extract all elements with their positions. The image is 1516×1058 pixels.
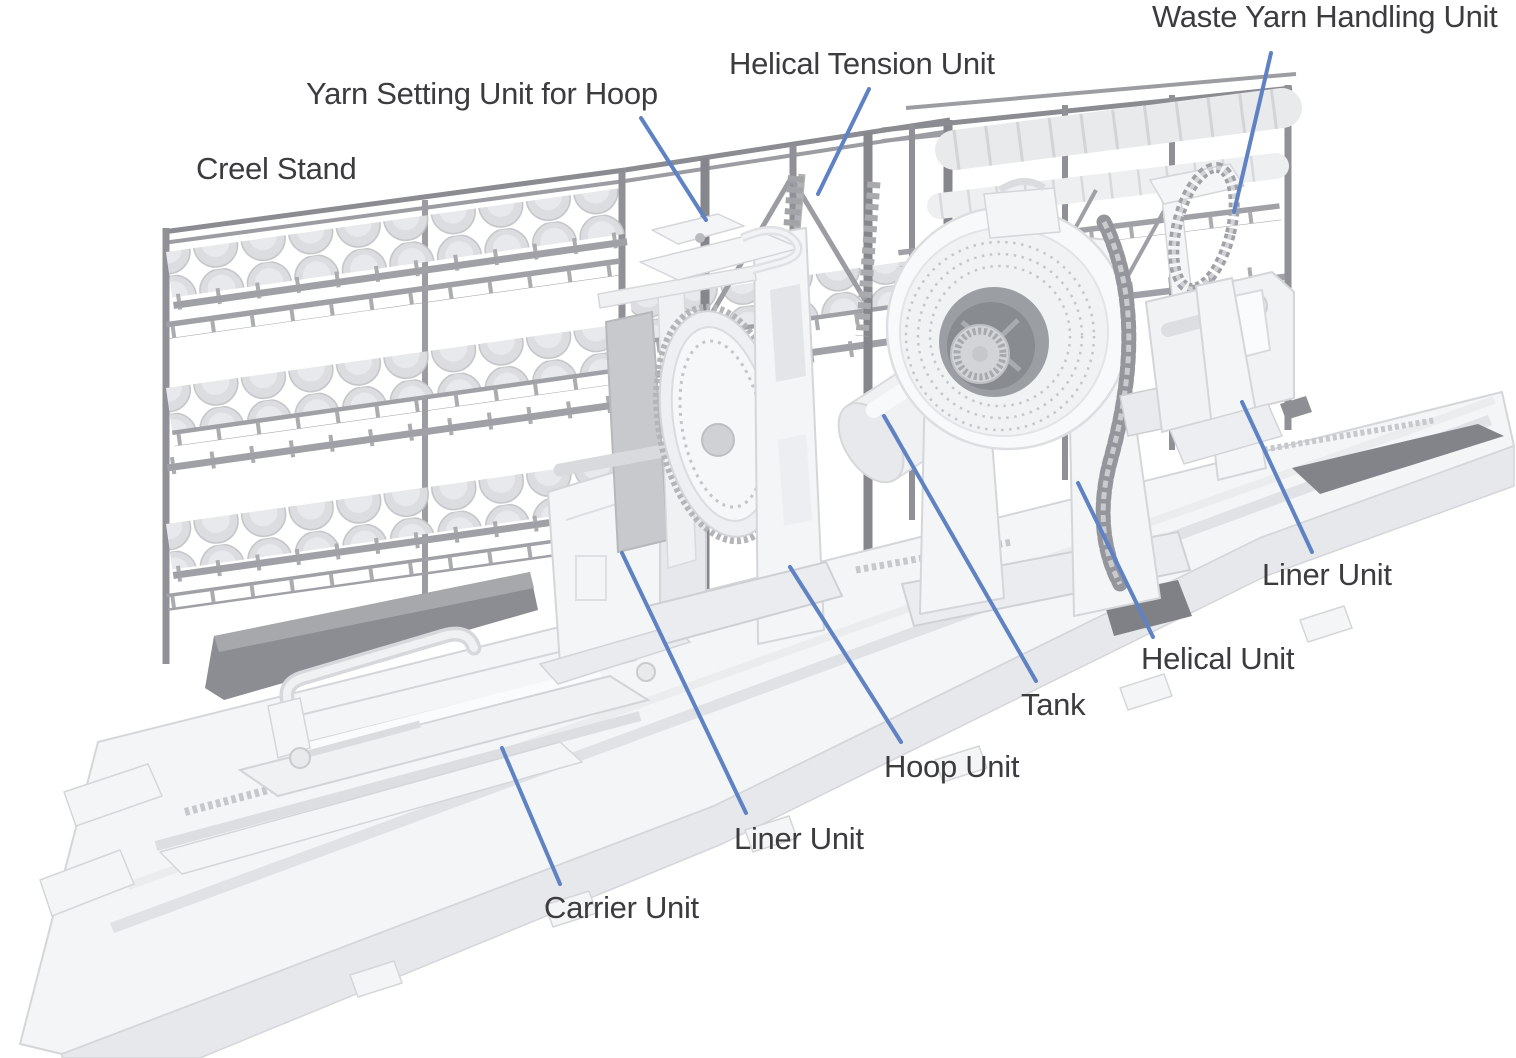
carrier-unit bbox=[159, 626, 656, 875]
label-tank: Tank bbox=[1021, 687, 1086, 722]
leader-waste-yarn-handling-unit bbox=[1232, 51, 1273, 214]
label-liner-unit-right: Liner Unit bbox=[1262, 557, 1392, 592]
label-carrier-unit: Carrier Unit bbox=[544, 890, 699, 925]
leader-helical-unit bbox=[1076, 481, 1155, 639]
leader-hoop-unit bbox=[788, 565, 903, 744]
label-yarn-setting-unit-for-hoop: Yarn Setting Unit for Hoop bbox=[306, 76, 658, 111]
leader-liner-unit-right bbox=[1240, 400, 1314, 554]
rack-gear-strip bbox=[1249, 417, 1437, 455]
bed-foot bbox=[1299, 605, 1353, 643]
helical-top-bracket bbox=[983, 187, 1061, 239]
bed-foot bbox=[544, 890, 598, 928]
label-creel-stand: Creel Stand bbox=[196, 151, 357, 186]
yarn-guide-beam bbox=[597, 265, 757, 309]
label-helical-tension-unit: Helical Tension Unit bbox=[729, 46, 995, 81]
dark-floor-plate bbox=[1292, 424, 1504, 494]
carrier-lead-screw bbox=[299, 720, 421, 760]
label-helical-unit: Helical Unit bbox=[1141, 641, 1295, 676]
bed-foot bbox=[934, 745, 988, 783]
carrier-handwheel bbox=[289, 747, 311, 769]
label-hoop-unit: Hoop Unit bbox=[884, 749, 1020, 784]
leader-helical-tension-unit bbox=[816, 87, 871, 196]
label-waste-yarn-handling-unit: Waste Yarn Handling Unit bbox=[1152, 0, 1498, 34]
helical-ring-perforations bbox=[904, 240, 1096, 432]
creel-stand-left bbox=[162, 167, 628, 664]
leader-liner-unit-front bbox=[620, 551, 748, 815]
bed-foot bbox=[1119, 673, 1173, 711]
leader-yarn-setting-unit bbox=[639, 116, 708, 222]
leader-tank bbox=[882, 414, 1038, 683]
bed-foot bbox=[744, 815, 798, 853]
hoop-hub bbox=[701, 423, 735, 457]
label-liner-unit-front: Liner Unit bbox=[734, 821, 864, 856]
bed-foot bbox=[349, 960, 403, 998]
waste-yarn-handling-unit bbox=[1144, 161, 1295, 481]
leader-lines bbox=[500, 51, 1314, 886]
leader-carrier-unit bbox=[500, 746, 562, 886]
mandrel-gear bbox=[953, 327, 1007, 381]
